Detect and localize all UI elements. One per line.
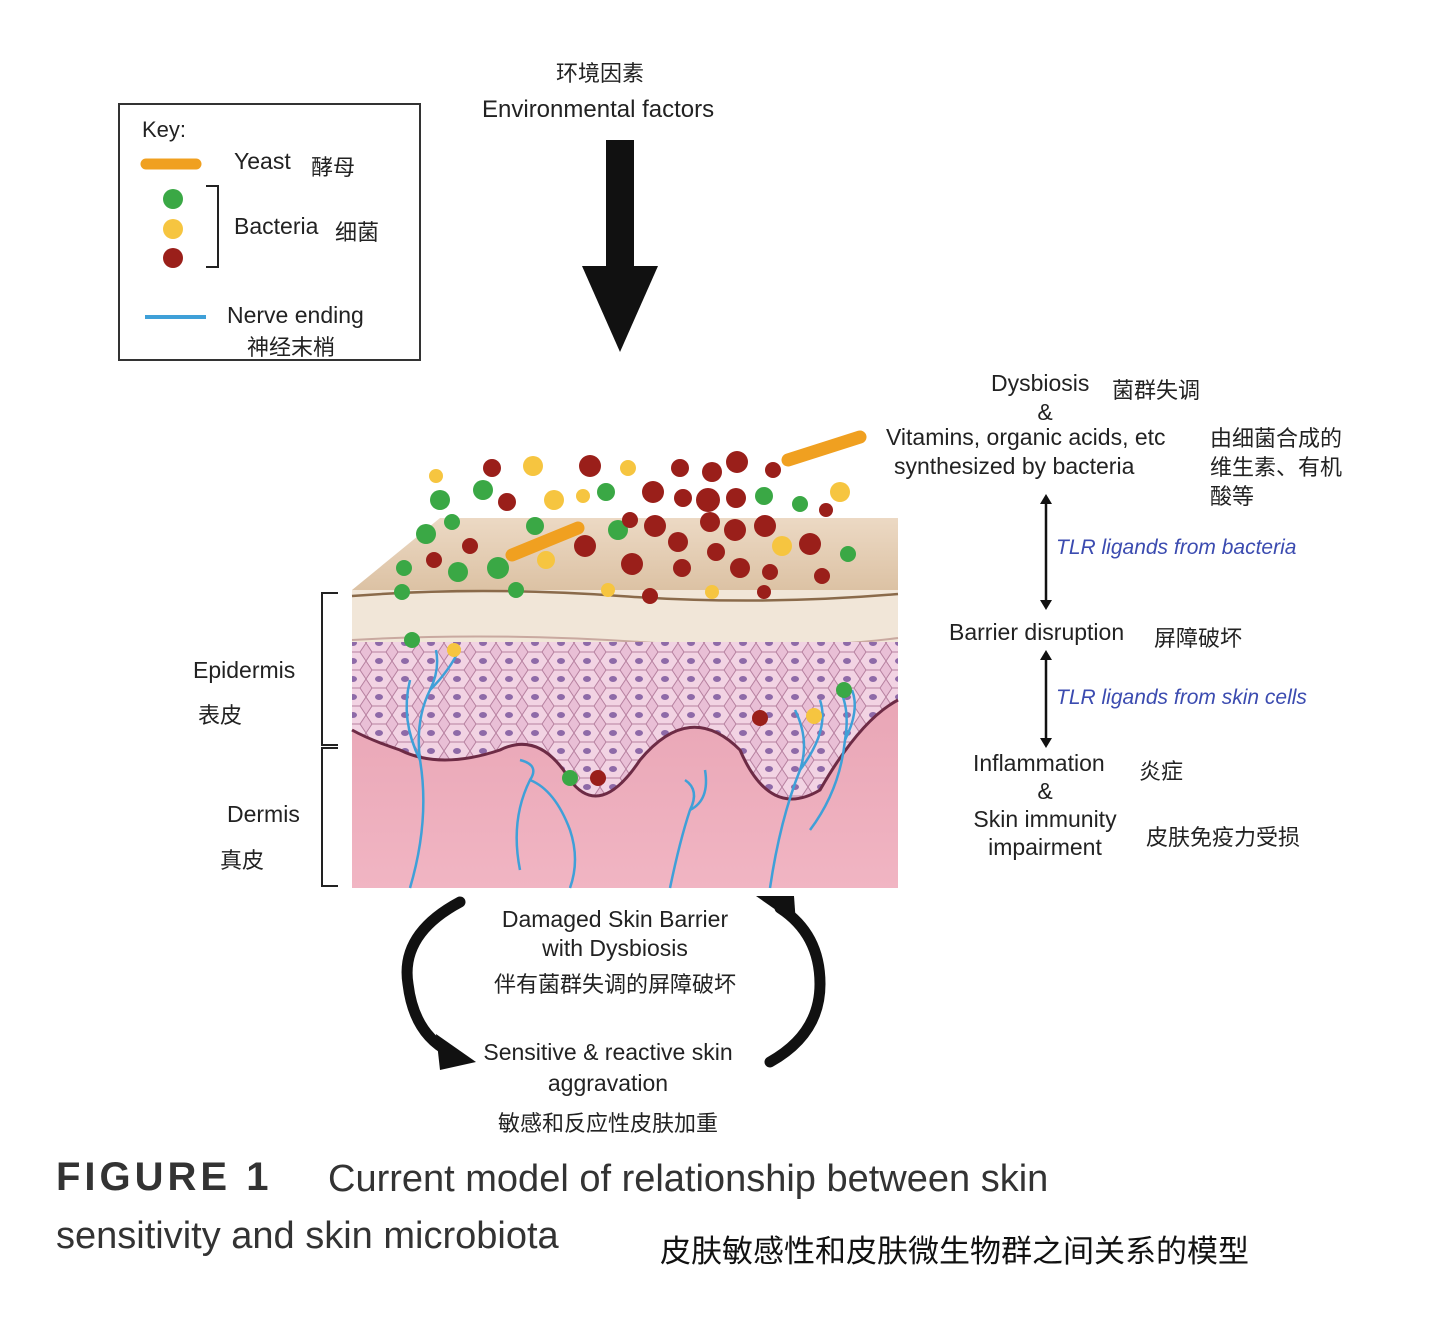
damaged-barrier-line2: with Dysbiosis (542, 935, 688, 961)
caption-line2: sensitivity and skin microbiota (56, 1215, 559, 1257)
damaged-barrier-line1: Damaged Skin Barrier (501, 906, 729, 932)
inflammation-cn: 炎症 (1139, 760, 1184, 785)
cycle-arrows (401, 896, 826, 1070)
immunity-line1: Skin immunity (973, 806, 1117, 832)
immunity-line2: impairment (988, 834, 1102, 860)
key-yeast-cn: 酵母 (311, 156, 356, 181)
key-nerve-cn: 神经末梢 (247, 336, 336, 361)
dermis (352, 700, 898, 888)
figure-label: FIGURE 1 (56, 1155, 273, 1199)
immunity-cn: 皮肤免疫力受损 (1146, 826, 1301, 851)
dermis-cn: 真皮 (220, 849, 265, 874)
tlr-skin-label: TLR ligands from skin cells (1056, 686, 1307, 709)
down-arrow-icon (582, 140, 658, 352)
epidermis-label: Epidermis (193, 657, 296, 683)
double-arrow-icon-2 (1040, 650, 1052, 748)
dysbiosis-cn: 菌群失调 (1112, 379, 1201, 404)
key-bacteria-cn: 细菌 (335, 221, 380, 246)
inflammation-label: Inflammation (973, 750, 1105, 776)
microbes (394, 430, 867, 786)
bacteria-icon (163, 185, 219, 268)
key-legend (118, 103, 421, 361)
vitamins-cn-3: 酸等 (1210, 485, 1255, 510)
vitamins-line2: synthesized by bacteria (894, 453, 1135, 479)
vitamins-line1: Vitamins, organic acids, etc (886, 424, 1166, 450)
stratum-band (352, 590, 898, 642)
env-factors-cn: 环境因素 (555, 62, 644, 87)
epidermis-cn: 表皮 (198, 704, 243, 729)
dysbiosis-label: Dysbiosis (991, 370, 1090, 396)
caption-line1: Current model of relationship between sk… (328, 1158, 1049, 1200)
key-nerve-label: Nerve ending (227, 302, 364, 328)
key-bacteria-label: Bacteria (234, 213, 319, 239)
dermis-label: Dermis (227, 801, 300, 827)
barrier-disruption-cn: 屏障破坏 (1154, 627, 1243, 652)
env-factors-en: Environmental factors (482, 96, 715, 123)
damaged-barrier-cn: 伴有菌群失调的屏障破坏 (493, 973, 736, 998)
ampersand-2: & (1037, 778, 1053, 804)
sensitive-skin-line1: Sensitive & reactive skin (483, 1039, 733, 1065)
caption-cn: 皮肤敏感性和皮肤微生物群之间关系的模型 (660, 1234, 1249, 1270)
vitamins-cn-1: 由细菌合成的 (1210, 427, 1343, 452)
layer-bracket (321, 592, 338, 887)
sensitive-skin-line2: aggravation (547, 1070, 669, 1096)
ampersand-1: & (1037, 399, 1053, 425)
epidermis-cells (352, 642, 898, 799)
vitamins-cn-2: 维生素、有机 (1210, 456, 1343, 481)
basement-membrane (351, 698, 899, 801)
cycle-arrow-head-left (436, 1034, 476, 1070)
barrier-disruption-label: Barrier disruption (949, 619, 1125, 645)
nerve-endings (405, 647, 857, 889)
key-yeast-label: Yeast (234, 148, 291, 174)
sensitive-skin-cn: 敏感和反应性皮肤加重 (497, 1112, 718, 1137)
yeast-icon (140, 158, 202, 170)
nerve-ending-icon (145, 315, 206, 319)
cycle-arrow-head-right (756, 896, 796, 924)
key-title: Key: (142, 117, 187, 142)
stratum-line (351, 589, 899, 602)
skin-cross-section (351, 430, 899, 889)
tlr-bacteria-label: TLR ligands from bacteria (1056, 536, 1297, 559)
double-arrow-icon (1040, 494, 1052, 610)
